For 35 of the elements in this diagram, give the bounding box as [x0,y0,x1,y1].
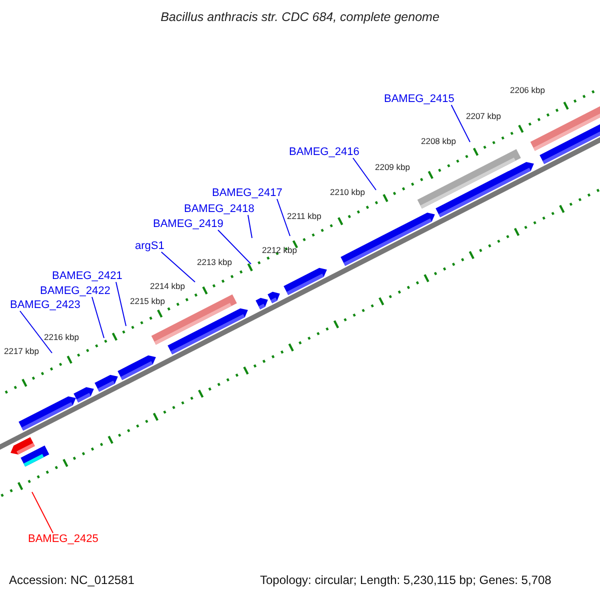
scale-label: 2208 kbp [421,137,456,146]
gene-label: BAMEG_2418 [184,203,254,215]
footer-text: Topology: circular; Length: 5,230,115 bp; Genes: 5,708 [260,574,552,588]
scale-label: 2206 kbp [510,86,545,96]
leader-line [450,104,470,142]
leader-line [32,492,54,534]
leader-line [248,214,252,238]
leader-line [218,230,252,264]
scale-label: 2212 kbp [262,246,297,256]
scale-label: 2209 kbp [375,163,410,172]
scale-label: 2213 kbp [197,258,232,268]
scale-label: 2217 kbp [4,347,39,356]
scale-label: 2207 kbp [466,112,501,122]
leader-line [160,252,196,282]
gene-label: BAMEG_2417 [212,187,282,199]
scale-label: 2215 kbp [130,297,165,306]
scale-label: 2214 kbp [150,282,185,292]
leader-line [20,310,52,354]
gene-label: argS1 [135,240,164,252]
leader-line [352,158,376,190]
scale-label: 2216 kbp [44,333,79,342]
gene-label: BAMEG_2425 [28,533,98,545]
gene-label: BAMEG_2421 [52,270,122,282]
scale-label: 2211 kbp [287,212,322,222]
gene-label: BAMEG_2415 [384,93,454,105]
gene-label: BAMEG_2423 [10,299,80,311]
footer-text: Accession: NC_012581 [9,574,134,588]
scale-label: 2210 kbp [330,188,365,198]
title: Bacillus anthracis str. CDC 684, complete genome [160,11,440,25]
gene-label: BAMEG_2422 [40,285,110,297]
gene-label: BAMEG_2419 [153,218,224,230]
gene-label: BAMEG_2416 [289,146,360,158]
leader-line [276,198,290,236]
leader-line [116,282,126,326]
leader-line [92,296,104,338]
